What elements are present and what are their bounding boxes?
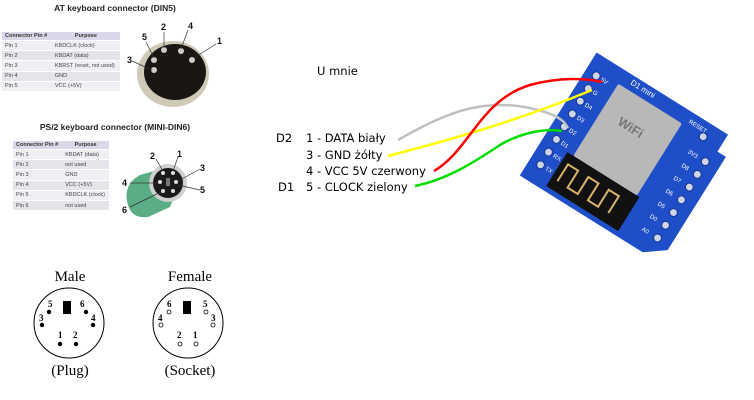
table-header: Purpose [62, 141, 109, 150]
pin-label: 5 [200, 185, 205, 195]
gpio-label-d1: D1 [278, 180, 295, 194]
pin-cell: Pin 4 [13, 179, 63, 191]
pin-1 [189, 57, 195, 63]
pin-label: 3 [39, 313, 44, 323]
pin-label: 2 [73, 330, 78, 340]
pin-label: 1 [193, 330, 198, 340]
pin-label: 4 [122, 178, 127, 188]
pin-label: D8 [680, 163, 690, 173]
male-plug-diagram: 5 6 3 4 1 2 [33, 287, 105, 359]
purpose-cell: VCC (+5V) [51, 80, 120, 91]
key-notch [63, 301, 71, 314]
male-label: Male [54, 269, 86, 285]
female-socket-diagram: 6 5 4 3 2 1 [152, 287, 224, 359]
purpose-cell: KBDAT (data) [62, 148, 109, 160]
d1-mini-board: WiFi 5V G D4 D3 D2 D1 RX TX 3V3 D8 D7 D6… [519, 52, 729, 253]
pin-label: 6 [122, 205, 127, 215]
pin-label: D6 [664, 189, 674, 199]
pin-label: 6 [80, 299, 85, 309]
socket-outline [152, 287, 224, 359]
gpio-label-d2: D2 [276, 131, 293, 145]
pin-label: 5 [203, 299, 208, 309]
pin-label: D0 [648, 214, 658, 224]
pin-label: 5 [142, 32, 147, 42]
pin-cell: Pin 1 [13, 148, 63, 160]
pin-label: D7 [672, 176, 682, 186]
purpose-cell: GND [51, 70, 120, 82]
pin-label: 2 [150, 151, 155, 161]
male-caption: (Plug) [51, 363, 89, 379]
wire-label-clock: 5 - CLOCK zielony [306, 180, 408, 194]
pin-label: A0 [640, 227, 650, 236]
pin-label: 4 [91, 313, 96, 323]
pin-cell: Pin 3 [2, 60, 52, 72]
pin-cell: Pin 4 [2, 70, 52, 82]
pin-cell: Pin 3 [13, 169, 63, 181]
pin-cell: Pin 5 [13, 189, 63, 201]
ps2-connector-photo: 2 1 3 4 5 6 [122, 149, 205, 218]
pin-label: D5 [656, 201, 666, 211]
purpose-cell: not used [62, 159, 109, 170]
pin-label: 3 [127, 55, 132, 65]
pin-cell: Pin 6 [13, 199, 63, 211]
purpose-cell: KBRST (reset, not used) [51, 60, 120, 72]
pin-label: 5V [599, 77, 608, 86]
pin-cell: Pin 1 [2, 39, 52, 51]
pin-label: 6 [167, 299, 172, 309]
wire-label-gnd: 3 - GND żółty [306, 148, 383, 162]
purpose-cell: not used [62, 199, 109, 211]
din5-title: AT keyboard connector (DIN5) [54, 3, 176, 13]
purpose-cell: KBDAT (data) [51, 50, 120, 61]
pin-4 [178, 48, 184, 54]
pin-label: 2 [161, 22, 166, 32]
pin-label: 3 [211, 313, 216, 323]
pin-label: 3 [200, 163, 205, 173]
table-header: Connector Pin # [13, 141, 63, 150]
wire-label-vcc: 4 - VCC 5V czerwony [306, 164, 426, 178]
pin-label: 1 [58, 330, 63, 340]
pin-cell: Pin 5 [2, 80, 52, 91]
pin-label: 1 [177, 149, 182, 159]
pin-cell: Pin 2 [13, 159, 63, 170]
female-caption: (Socket) [164, 363, 216, 379]
pin-label: 5 [48, 299, 53, 309]
purpose-cell: VCC (+5V) [62, 179, 109, 191]
purpose-cell: KBDCLK (clock) [51, 39, 120, 51]
wiring-heading: U mnie [317, 64, 358, 78]
pin-label: 2 [177, 330, 182, 340]
purpose-cell: GND [62, 169, 109, 181]
plug-outline [33, 287, 105, 359]
pin-label: 4 [188, 21, 193, 31]
ps2-title: PS/2 keyboard connector (MINI-DIN6) [39, 122, 191, 132]
pin-5 [151, 57, 157, 63]
pin-label: 3V3 [686, 149, 699, 160]
female-label: Female [167, 269, 213, 285]
table-header: Connector Pin # [2, 32, 52, 41]
pin-cell: Pin 2 [2, 50, 52, 61]
din5-connector-photo: 2 4 5 1 3 [127, 21, 222, 107]
pin-2 [161, 47, 167, 53]
key-notch [183, 301, 191, 314]
table-header: Purpose [51, 32, 120, 41]
pin-label: 4 [158, 313, 163, 323]
wire-label-data: 1 - DATA biały [306, 131, 386, 145]
pin-label: 1 [217, 36, 222, 46]
purpose-cell: KBDCLK (clock) [62, 189, 109, 201]
pin-3 [151, 67, 157, 73]
